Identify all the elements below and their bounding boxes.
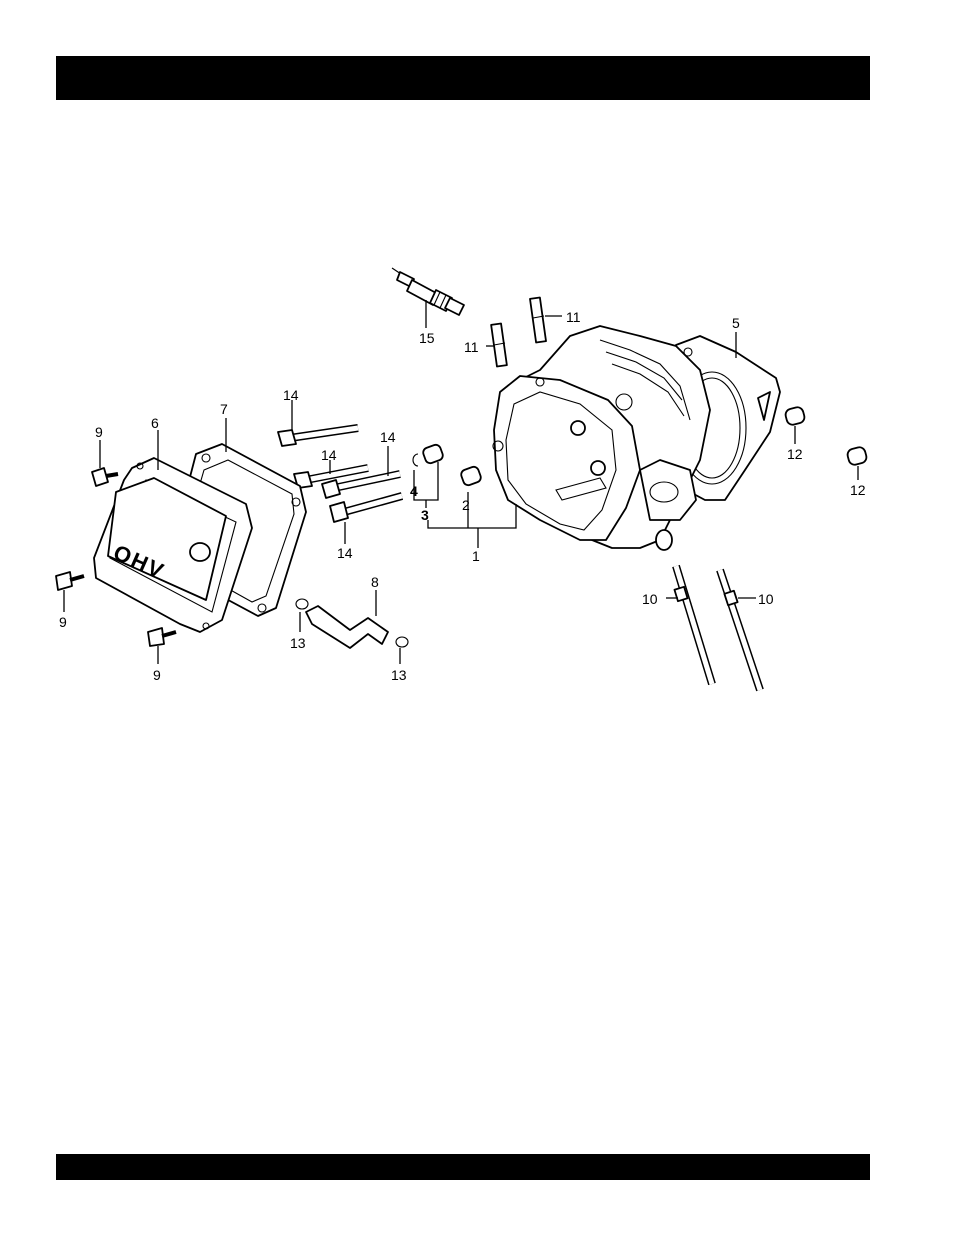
- callout-9-top: 9: [95, 424, 103, 440]
- callout-14-d: 14: [337, 545, 353, 561]
- callout-7: 7: [220, 401, 228, 417]
- callout-9-left: 9: [59, 614, 67, 630]
- callout-1: 1: [472, 548, 480, 564]
- flange-bolt-top: [92, 468, 118, 486]
- callout-5: 5: [732, 315, 740, 331]
- stud-bolt-upper: [530, 298, 546, 343]
- dowel-pin-lower: [846, 446, 868, 466]
- callout-2: 2: [462, 497, 470, 513]
- dowel-pin-upper: [784, 406, 806, 426]
- callout-11-upper: 11: [566, 309, 581, 325]
- callout-13-left: 13: [290, 635, 306, 651]
- clip-4: [413, 454, 418, 466]
- stud-bolt-lower: [491, 324, 507, 367]
- flange-bolt-bottom: [148, 628, 176, 646]
- callout-13-right: 13: [391, 667, 407, 683]
- callout-14-c: 14: [380, 429, 396, 445]
- head-bolt-right: [720, 570, 760, 690]
- bolt-14-a: [278, 428, 358, 446]
- hose-clip-right: [396, 637, 408, 647]
- head-bolt-left: [674, 566, 712, 684]
- flange-bolt-left: [56, 572, 84, 590]
- callout-10-left: 10: [642, 591, 658, 607]
- cylinder-head: [493, 326, 710, 550]
- callout-6: 6: [151, 415, 159, 431]
- bolt-14-d: [330, 496, 402, 522]
- callout-14-a: 14: [283, 387, 299, 403]
- callout-12-lower: 12: [850, 482, 866, 498]
- callout-8: 8: [371, 574, 379, 590]
- callout-14-b: 14: [321, 447, 337, 463]
- callout-11-lower: 11: [464, 339, 479, 355]
- hose-clip-left: [296, 599, 308, 609]
- callout-15: 15: [419, 330, 435, 346]
- callout-4: 4: [410, 483, 418, 499]
- valve-guide-2: [460, 465, 482, 486]
- callout-3: 3: [421, 507, 429, 523]
- callout-12-upper: 12: [787, 446, 803, 462]
- spark-plug: [392, 268, 464, 315]
- callout-9-bottom: 9: [153, 667, 161, 683]
- callout-10-right: 10: [758, 591, 774, 607]
- valve-guide-3: [422, 443, 444, 464]
